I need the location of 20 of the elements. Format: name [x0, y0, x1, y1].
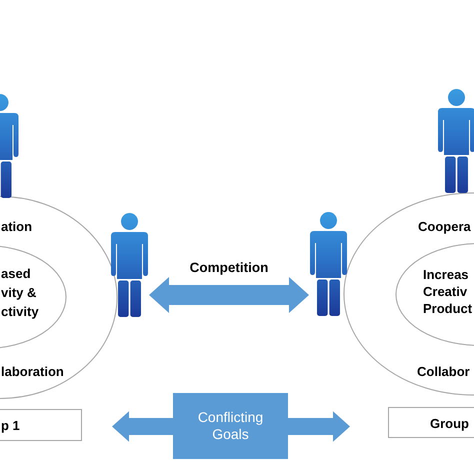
arrow: [288, 411, 350, 442]
box-text: Conflicting Goals: [196, 409, 264, 443]
goal-box: [173, 393, 288, 459]
ring-label: laboration: [1, 364, 64, 380]
person-icon: [0, 94, 18, 198]
box-label: p 1: [1, 418, 20, 434]
edge-label: Competition: [188, 260, 270, 276]
core-label: Increas Creativ Product: [423, 266, 473, 317]
person-icon: [111, 213, 148, 317]
ring-label: Collabor: [417, 364, 470, 380]
arrow: [112, 411, 173, 442]
person-icon: [438, 89, 474, 193]
person-icon: [310, 212, 347, 316]
ring-label: Coopera: [418, 219, 471, 235]
core-label: ased vity & ctivity: [1, 264, 40, 320]
ring-label: ation: [1, 219, 32, 235]
label-box: [0, 409, 82, 441]
box-label: Group: [430, 416, 469, 432]
double-arrow: [149, 277, 309, 313]
label-box: [388, 407, 474, 438]
